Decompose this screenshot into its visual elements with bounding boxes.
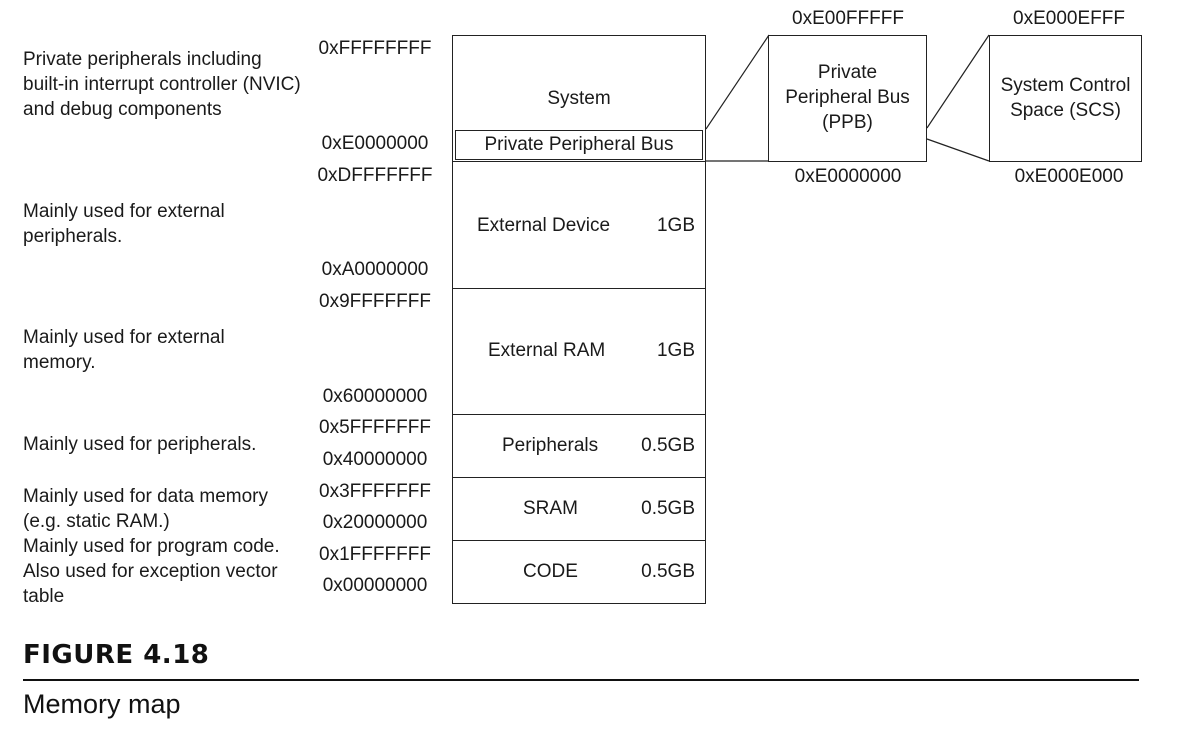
sram-size: 0.5GB	[641, 498, 695, 519]
scs-detail-block: System Control Space (SCS)	[989, 35, 1142, 162]
peripherals-size: 0.5GB	[641, 435, 695, 456]
address-external-device-bottom: 0xA0000000	[321, 259, 429, 280]
sram-block: SRAM 0.5GB	[452, 477, 706, 541]
address-code-bottom: 0x00000000	[322, 575, 428, 596]
ppb-bottom-address: 0xE0000000	[794, 166, 902, 187]
address-peripherals-bottom: 0x40000000	[322, 449, 428, 470]
sram-description: Mainly used for data memory (e.g. static…	[23, 486, 268, 532]
scs-top-address: 0xE000EFFF	[1013, 8, 1125, 29]
peripherals-block: Peripherals 0.5GB	[452, 414, 706, 478]
scs-bottom-address: 0xE000E000	[1014, 166, 1124, 187]
external-ram-size: 1GB	[656, 340, 695, 361]
address-external-device-top: 0xDFFFFFFF	[317, 165, 433, 186]
caption-divider	[23, 679, 1139, 681]
external-ram-block: External RAM 1GB	[452, 288, 706, 415]
address-sram-bottom: 0x20000000	[322, 512, 428, 533]
address-external-ram-top: 0x9FFFFFFF	[319, 291, 431, 312]
address-code-top: 0x1FFFFFFF	[319, 544, 431, 565]
ppb-detail-block: Private Peripheral Bus (PPB)	[768, 35, 927, 162]
external-device-size: 1GB	[656, 215, 695, 236]
private-peripheral-bus-label: Private Peripheral Bus	[484, 134, 674, 155]
peripherals-description: Mainly used for peripherals.	[23, 434, 257, 455]
ppb-detail-label: Private Peripheral Bus (PPB)	[785, 62, 910, 133]
address-system-top: 0xFFFFFFFF	[318, 38, 432, 59]
address-sram-top: 0x3FFFFFFF	[319, 481, 431, 502]
ppb-top-address: 0xE00FFFFF	[792, 8, 904, 29]
code-label: CODE	[523, 561, 578, 582]
address-peripherals-top: 0x5FFFFFFF	[319, 417, 431, 438]
external-device-block: External Device 1GB	[452, 161, 706, 289]
external-device-description: Mainly used for external peripherals.	[23, 201, 225, 247]
external-ram-description: Mainly used for external memory.	[23, 327, 225, 373]
figure-caption: Memory map	[23, 689, 181, 719]
private-peripheral-bus-block: Private Peripheral Bus	[455, 130, 703, 160]
system-description: Private peripherals including built-in i…	[23, 49, 301, 120]
external-ram-label: External RAM	[488, 340, 606, 361]
system-label: System	[547, 88, 611, 109]
system-block: System Private Peripheral Bus	[452, 35, 706, 162]
code-size: 0.5GB	[641, 561, 695, 582]
figure-number: FIGURE 4.18	[23, 640, 210, 670]
address-system-bottom: 0xE0000000	[321, 133, 429, 154]
external-device-label: External Device	[477, 215, 611, 236]
sram-label: SRAM	[523, 498, 578, 519]
code-block: CODE 0.5GB	[452, 540, 706, 604]
peripherals-label: Peripherals	[502, 435, 599, 456]
scs-detail-label: System Control Space (SCS)	[1000, 75, 1131, 121]
code-description: Mainly used for program code. Also used …	[23, 536, 280, 607]
address-external-ram-bottom: 0x60000000	[322, 386, 428, 407]
